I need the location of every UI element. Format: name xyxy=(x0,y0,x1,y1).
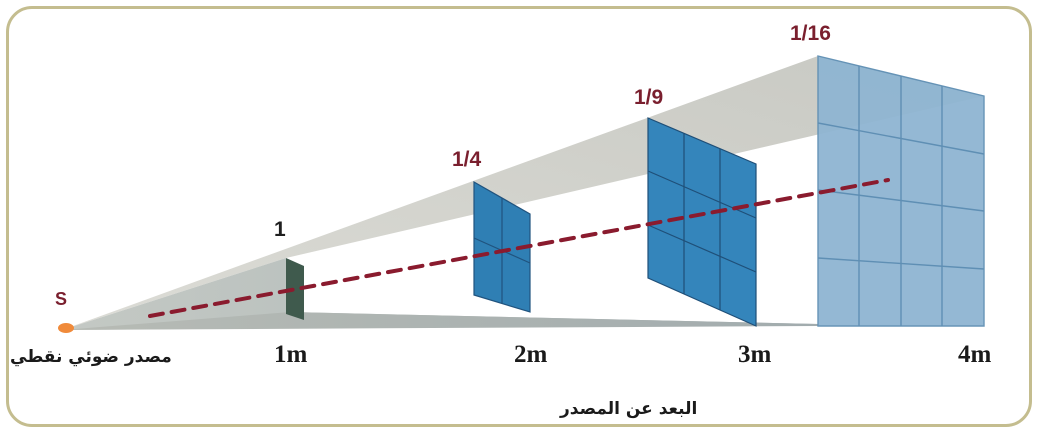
distance-label-1m: 1m xyxy=(274,341,308,368)
intensity-label-2: 1/4 xyxy=(452,148,482,171)
beam-floor-face xyxy=(62,312,818,330)
central-ray xyxy=(148,178,890,318)
distance-label-4m: 4m xyxy=(958,341,992,368)
source-caption: مصدر ضوئي نقطي xyxy=(10,347,172,367)
distance-label-2m: 2m xyxy=(514,341,548,368)
screen-1m xyxy=(286,258,304,320)
point-source-dot xyxy=(58,323,74,333)
source-label: S xyxy=(55,289,67,309)
intensity-label-4: 1/16 xyxy=(790,22,831,45)
axis-caption: البعد عن المصدر xyxy=(559,399,697,419)
beam-top-face xyxy=(62,56,984,330)
beam-side-face xyxy=(62,258,818,330)
intensity-label-3: 1/9 xyxy=(634,86,663,109)
screen-4m xyxy=(817,55,985,327)
intensity-label-1: 1 xyxy=(274,218,286,241)
screen-3m xyxy=(647,117,757,327)
distance-label-3m: 3m xyxy=(738,341,772,368)
